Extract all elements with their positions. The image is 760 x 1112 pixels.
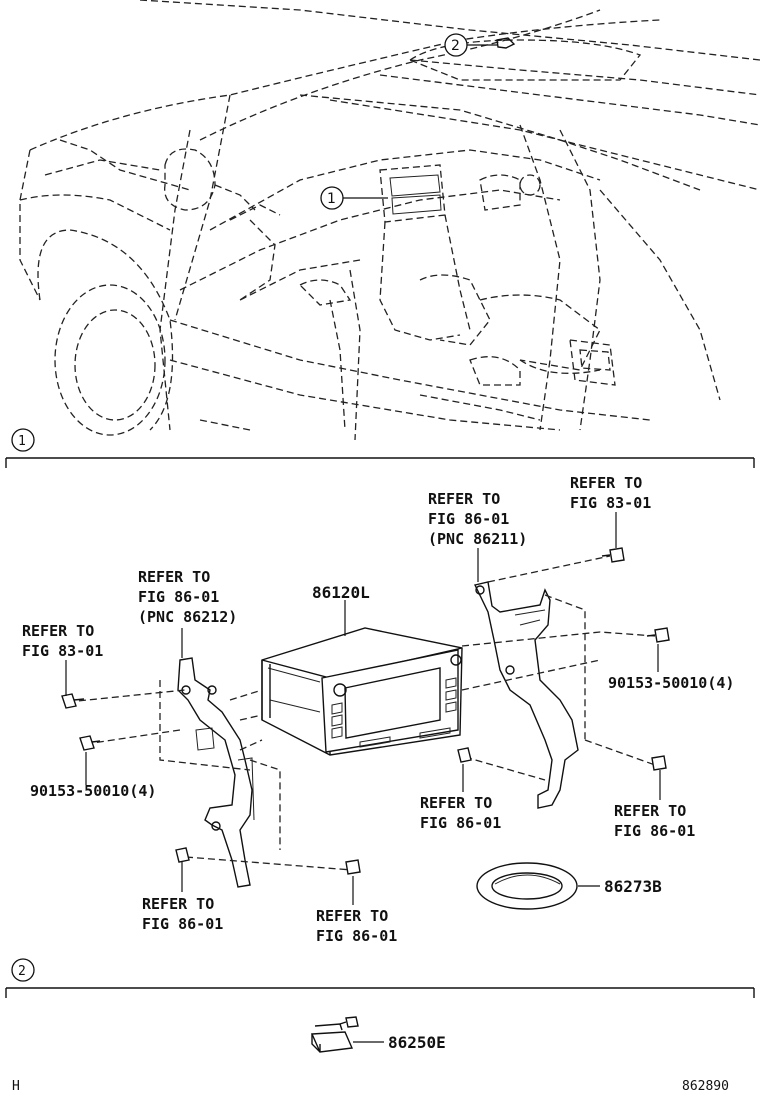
bolt-left-upper: [61, 693, 85, 709]
ref-mid-lower: REFER TO FIG 86-01: [420, 794, 501, 832]
vehicle-overview-illustration: 2 1: [19, 0, 760, 441]
footer-code: H: [12, 1079, 20, 1094]
callout-1-marker: 1: [320, 186, 344, 210]
ref-top-right: REFER TO FIG 83-01: [570, 474, 651, 512]
bolt-mid-lower: [457, 747, 472, 763]
ref-top-mid: REFER TO FIG 86-01 (PNC 86211): [428, 490, 527, 548]
ref-left-screw: REFER TO FIG 83-01: [22, 622, 103, 660]
part-number-90153-left: 90153-50010(4): [30, 782, 156, 800]
head-unit-86120L: [261, 600, 463, 756]
part-number-86273B: 86273B: [604, 877, 662, 896]
svg-text:2: 2: [451, 38, 460, 54]
svg-text:1: 1: [327, 191, 336, 207]
sensor-86250E: [310, 1016, 359, 1053]
section-1-assembly: 86120L: [22, 474, 734, 945]
bolt-bottom-mid: [345, 859, 361, 875]
right-bracket: [473, 581, 579, 809]
screw-left-90153: [79, 735, 101, 751]
section-2-header: 2: [5, 958, 755, 998]
part-number-86250E: 86250E: [388, 1033, 446, 1052]
part-number-86120L: 86120L: [312, 583, 370, 602]
section-1-header: 1: [5, 428, 755, 468]
bolt-right-lower: [651, 755, 667, 771]
part-number-90153-right: 90153-50010(4): [608, 674, 734, 692]
figure-number: 862890: [682, 1079, 729, 1094]
bolt-top-right: [601, 547, 625, 563]
bolt-bottom-left: [175, 847, 190, 863]
callout-2-marker: 2: [444, 33, 468, 57]
bezel-ring-86273B: [476, 862, 578, 910]
section-2-marker: 2: [18, 964, 26, 979]
screw-right-90153: [646, 627, 670, 643]
ref-left-bracket: REFER TO FIG 86-01 (PNC 86212): [138, 568, 237, 626]
left-bracket: [177, 657, 255, 888]
ref-right-lower: REFER TO FIG 86-01: [614, 802, 695, 840]
ref-bottom-mid: REFER TO FIG 86-01: [316, 907, 397, 945]
ref-bottom-left: REFER TO FIG 86-01: [142, 895, 223, 933]
section-1-marker: 1: [18, 434, 26, 449]
